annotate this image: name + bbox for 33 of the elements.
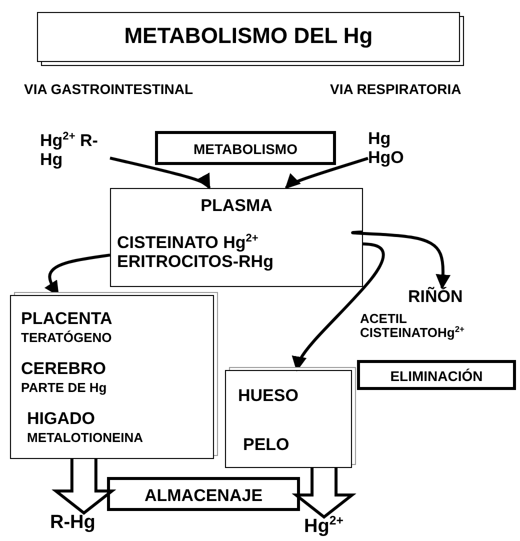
detail-text: PARTE DE Hg [21,381,107,396]
detail-text: HIGADO [27,410,95,429]
detail-text: ACETIL CISTEINATOHg$^{2+}$ [360,312,466,341]
arrow [110,156,211,190]
process-box [357,360,516,390]
hollow-arrow [292,466,356,519]
species-label: R-Hg [50,513,120,537]
heading-text: METABOLISMO [192,142,298,158]
process-box [107,477,300,511]
detail-text: TERATÓGENO [21,331,112,346]
species-label: Hg$^{2+}$ R-Hg [40,132,110,168]
detail-text: ERITROCITOS-RHg [117,253,274,272]
arrow [292,242,385,372]
detail-text: CEREBRO [21,360,106,379]
arrow [284,156,368,190]
heading-text: HUESO [238,387,298,406]
heading-text: PLACENTA [21,310,112,329]
hollow-arrow [52,458,116,515]
heading-text: RIÑÓN [408,288,463,307]
species-label: Hg HgO [368,130,428,168]
detail-text: METALOTIONEINA [27,431,144,446]
heading-text: ELIMINACIÓN [389,369,484,384]
heading-text: PLASMA [200,197,274,216]
heading-text: ALMACENAJE [143,487,264,506]
species-label: Hg$^{2+}$ [304,517,364,541]
route-label: VIA GASTROINTESTINAL [24,82,194,98]
route-label: VIA RESPIRATORIA [330,82,462,98]
detail-text: CISTEINATO Hg$^{2+}$ [117,234,258,253]
process-box [155,131,336,165]
arrow [352,230,451,290]
detail-text: PELO [243,436,290,455]
compartment-box [110,188,363,287]
title: METABOLISMO DEL Hg [123,24,374,48]
